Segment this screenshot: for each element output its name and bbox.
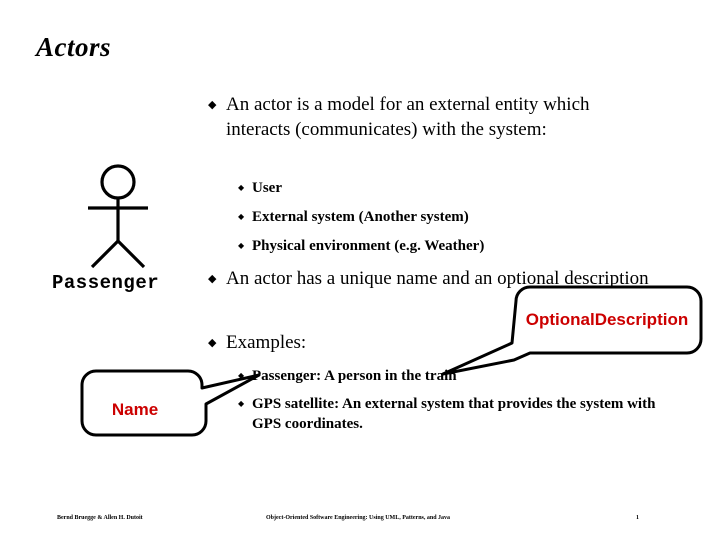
bullet-item-physical-environment: ◆ Physical environment (e.g. Weather)	[238, 236, 658, 256]
callout-optional-description-label: Optional Description	[516, 289, 698, 351]
bullet-item-examples: ◆ Examples:	[208, 330, 508, 355]
bullet-text: Examples:	[226, 332, 307, 353]
bullet-diamond-icon: ◆	[238, 399, 245, 408]
callout-line-1: Optional	[525, 310, 595, 330]
bullet-text: An actor is a model for an external enti…	[226, 94, 590, 140]
bullet-diamond-icon: ◆	[208, 336, 217, 349]
stick-figure-svg	[88, 164, 148, 269]
callout-line-2: Description	[594, 310, 689, 330]
callout-line-1: Name	[111, 399, 159, 419]
callout-name	[62, 366, 272, 451]
callout-name-label: Name	[69, 386, 201, 433]
callout-bubble-path	[80, 369, 261, 437]
actor-leg-left	[90, 239, 120, 269]
callout-optional-description	[430, 282, 710, 387]
bullet-text: GPS satellite: An external system that p…	[252, 396, 656, 432]
bullet-item-external-system: ◆ External system (Another system)	[238, 207, 658, 227]
bullet-diamond-icon: ◆	[238, 183, 245, 192]
bullet-text: An actor has a unique name and an option…	[226, 268, 649, 289]
actor-name-label: Passenger	[52, 272, 160, 294]
bullet-diamond-icon: ◆	[208, 272, 217, 285]
footer-authors: Bernd Bruegge & Allen H. Dutoit	[57, 515, 143, 521]
actor-stick-figure-icon	[84, 162, 174, 277]
actor-head	[100, 164, 136, 200]
bullet-item-user: ◆ User	[238, 178, 658, 198]
bullet-item-example-passenger: ◆ Passenger: A person in the train	[238, 366, 668, 386]
bullet-item-unique-name: ◆ An actor has a unique name and an opti…	[208, 266, 663, 291]
bullet-item-actor-definition: ◆ An actor is a model for an external en…	[208, 92, 658, 142]
actor-leg-right	[116, 239, 146, 269]
callout-bubble-path	[441, 285, 703, 376]
callout-name-shape	[80, 369, 261, 437]
bullet-text: User	[252, 180, 282, 196]
callout-optional-description-shape	[441, 285, 703, 376]
bullet-text: External system (Another system)	[252, 209, 469, 225]
bullet-diamond-icon: ◆	[208, 98, 217, 111]
bullet-diamond-icon: ◆	[238, 212, 245, 221]
bullet-diamond-icon: ◆	[238, 371, 245, 380]
page-title: Actors	[36, 32, 112, 62]
footer-book-title: Object-Oriented Software Engineering: Us…	[266, 515, 451, 521]
bullet-diamond-icon: ◆	[238, 241, 245, 250]
bullet-text: Physical environment (e.g. Weather)	[252, 238, 485, 254]
bullet-item-example-gps: ◆ GPS satellite: An external system that…	[238, 394, 670, 434]
bullet-text: Passenger: A person in the train	[252, 368, 457, 384]
footer-page-number: 1	[636, 515, 639, 521]
